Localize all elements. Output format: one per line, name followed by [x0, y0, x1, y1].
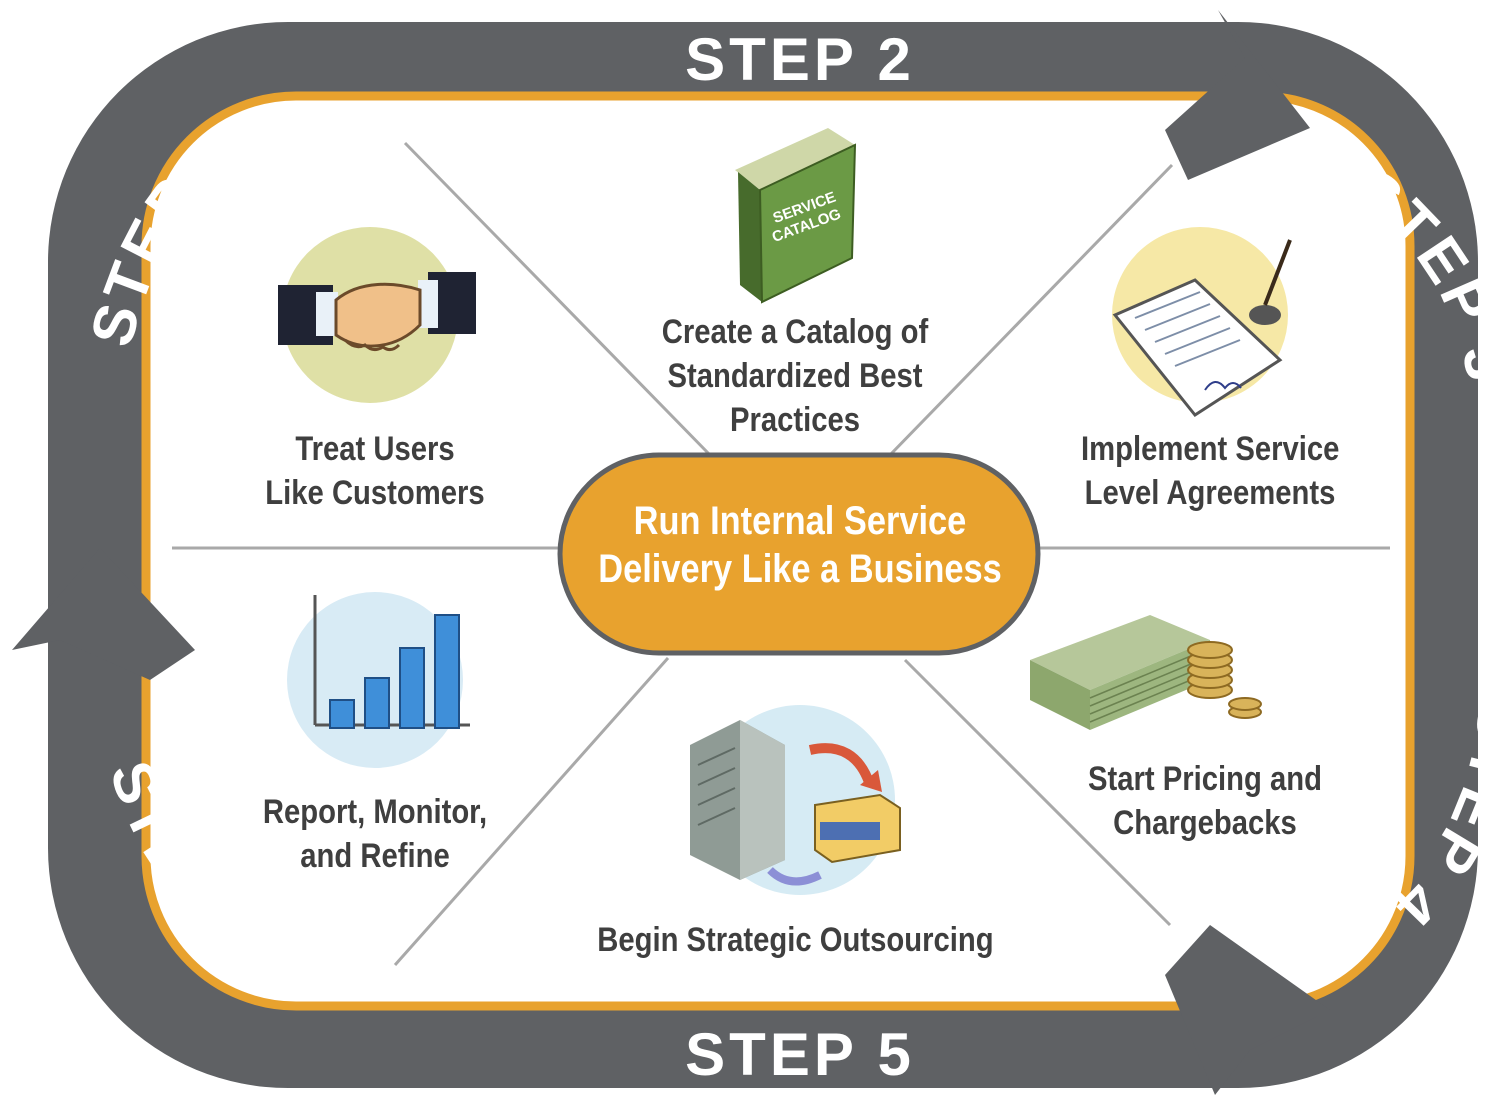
- step-1-caption: Treat Users Like Customers: [263, 427, 487, 515]
- step-2-caption-line3: Practices: [729, 401, 861, 439]
- signed-contract-icon: [1112, 227, 1292, 417]
- arrow-head-step2: [1165, 10, 1310, 180]
- step-4-caption-line1: Start Pricing and: [1088, 760, 1322, 798]
- step-2-caption: Create a Catalog of Standardized Best Pr…: [653, 310, 937, 442]
- arrow-head-step6: [12, 548, 195, 680]
- step-2-label: STEP 2: [685, 26, 915, 93]
- divider-5: [393, 657, 670, 966]
- step-6-caption: Report, Monitor, and Refine: [259, 790, 491, 878]
- step-2-caption-line2: Standardized Best: [667, 357, 923, 395]
- service-catalog-book-icon: SERVICE CATALOG: [735, 128, 857, 304]
- divider-2: [888, 163, 1174, 457]
- step-6-caption-line1: Report, Monitor,: [262, 793, 488, 831]
- step-4-caption: Start Pricing and Chargebacks: [1085, 757, 1326, 845]
- center-goal-pill: [557, 452, 1041, 656]
- step-2-caption-line1: Create a Catalog of: [661, 313, 929, 351]
- step-5-label: STEP 5: [685, 1021, 915, 1088]
- step-4-caption-line2: Chargebacks: [1113, 804, 1297, 842]
- step-1-caption-line1: Treat Users: [295, 430, 455, 468]
- step-3-caption-line1: Implement Service: [1081, 430, 1340, 468]
- handshake-icon: [278, 227, 476, 403]
- section-dividers: [172, 141, 1390, 966]
- step-5-caption: Begin Strategic Outsourcing: [597, 918, 993, 962]
- money-coins-icon: [1030, 615, 1262, 730]
- outsourcing-buildings-icon: [690, 705, 901, 895]
- center-goal-text: Run Internal Service Delivery Like a Bus…: [598, 497, 1002, 593]
- step-3-caption: Implement Service Level Agreements: [1081, 427, 1339, 515]
- center-goal-line2: Delivery Like a Business: [598, 547, 1002, 591]
- step-6-caption-line2: and Refine: [300, 837, 450, 875]
- step-5-caption-line1: Begin Strategic Outsourcing: [597, 921, 994, 959]
- bar-chart-icon: [287, 592, 470, 768]
- center-goal-line1: Run Internal Service: [633, 499, 967, 543]
- step-1-caption-line2: Like Customers: [265, 474, 485, 512]
- arrow-head-step4: [1165, 925, 1330, 1095]
- step-3-caption-line2: Level Agreements: [1084, 474, 1336, 512]
- divider-1: [403, 141, 712, 457]
- divider-6: [903, 658, 1172, 927]
